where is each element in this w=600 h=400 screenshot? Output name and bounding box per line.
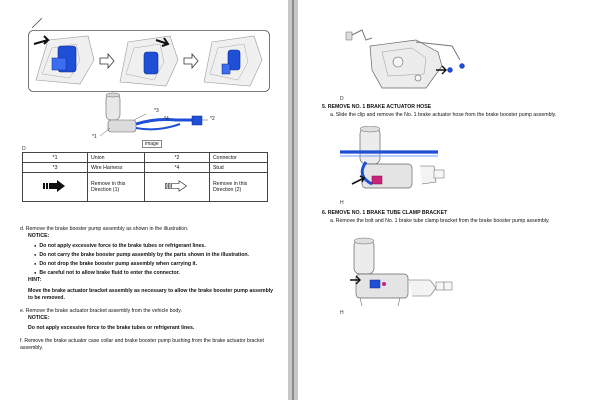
notice-1-item: Be careful not to allow brake fluid to e… (34, 269, 280, 277)
notice-1-item: Do not drop the brake booster pump assem… (34, 260, 280, 268)
figure-id-left: D (22, 146, 26, 152)
callout-1: *1 (92, 134, 97, 140)
removal-sequence-illustration (28, 30, 270, 92)
figure-id-bottom: H (340, 310, 344, 316)
step-5-sub: a. Slide the clip and remove the No. 1 b… (330, 112, 557, 118)
direction-2-text: Remove in this Direction (2) (208, 172, 269, 202)
sequence-arrow-2 (183, 52, 199, 70)
pump-detail-illustration (99, 92, 208, 137)
legend-row: *3 Wire Harness *4 Stud (22, 162, 269, 173)
notice-1-item: Do not apply excessive force to the brak… (34, 242, 280, 250)
bolt-marker (382, 282, 386, 286)
outline-arrow-icon (165, 180, 187, 192)
sequence-panel-3 (203, 35, 263, 87)
figure-id-top: D (340, 96, 344, 102)
bolt-marker (447, 67, 453, 73)
clamp-bracket-illustration (350, 237, 453, 307)
image-badge: image (142, 140, 162, 148)
figure-id-middle: H (340, 200, 344, 206)
step-d: d. Remove the brake booster pump assembl… (20, 226, 189, 232)
sequence-panel-2 (119, 35, 179, 87)
notice-1-item: Do not carry the brake booster pump asse… (34, 251, 280, 259)
callout-3: *3 (154, 108, 159, 114)
legend-table: *1 Union *2 Connector *3 Wire Harness *4… (22, 152, 269, 202)
hint-text: Move the brake actuator bracket assembly… (28, 288, 274, 301)
callout-2: *2 (210, 116, 215, 122)
notice-2-label: NOTICE: (28, 315, 50, 321)
legend-row-directions: Remove in this Direction (1) Remove in t… (22, 172, 269, 202)
legend-text: Union (87, 152, 145, 163)
direction-2-icon-cell (143, 172, 210, 202)
bolt-marker (459, 63, 465, 69)
legend-text: Connector (208, 152, 269, 163)
hose-removal-illustration (340, 126, 445, 189)
page-divider (292, 0, 294, 400)
right-page: D 5. REMOVE NO. 1 BRAKE ACTUATOR HOSE a.… (298, 0, 600, 400)
clip-marker (371, 175, 383, 185)
legend-text: Stud (208, 162, 269, 173)
left-page: *1 *2 *3 *4 image D *1 Union *2 Connecto… (0, 0, 288, 400)
sequence-arrow-1 (99, 52, 115, 70)
direction-1-icon-cell (22, 172, 88, 202)
bracket-illustration (345, 29, 465, 89)
solid-arrow-icon (43, 180, 65, 192)
clamp-bracket-marker (369, 279, 381, 289)
legend-num: *2 (143, 152, 210, 163)
notice-1-label: NOTICE: (28, 233, 50, 239)
direction-1-text: Remove in this Direction (1) (87, 172, 145, 202)
step-6-sub: a. Remove the bolt and No. 1 brake tube … (330, 218, 550, 224)
step-5-title: 5. REMOVE NO. 1 BRAKE ACTUATOR HOSE (322, 104, 432, 110)
step-6-title: 6. REMOVE NO. 1 BRAKE TUBE CLAMP BRACKET (322, 210, 448, 216)
legend-num: *4 (143, 162, 210, 173)
legend-num: *1 (22, 152, 88, 163)
step-e: e. Remove the brake actuator bracket ass… (20, 308, 182, 314)
legend-text: Wire Harness (87, 162, 145, 173)
callout-4: *4 (164, 116, 169, 122)
hint-label: HINT: (28, 277, 42, 283)
legend-num: *3 (22, 162, 88, 173)
page-corner-mark (32, 18, 42, 28)
step-f: f. Remove the brake actuator case collar… (20, 338, 264, 351)
sequence-panel-1 (33, 35, 95, 85)
notice-2-text: Do not apply excessive force to the brak… (28, 325, 195, 331)
legend-row: *1 Union *2 Connector (22, 152, 269, 163)
